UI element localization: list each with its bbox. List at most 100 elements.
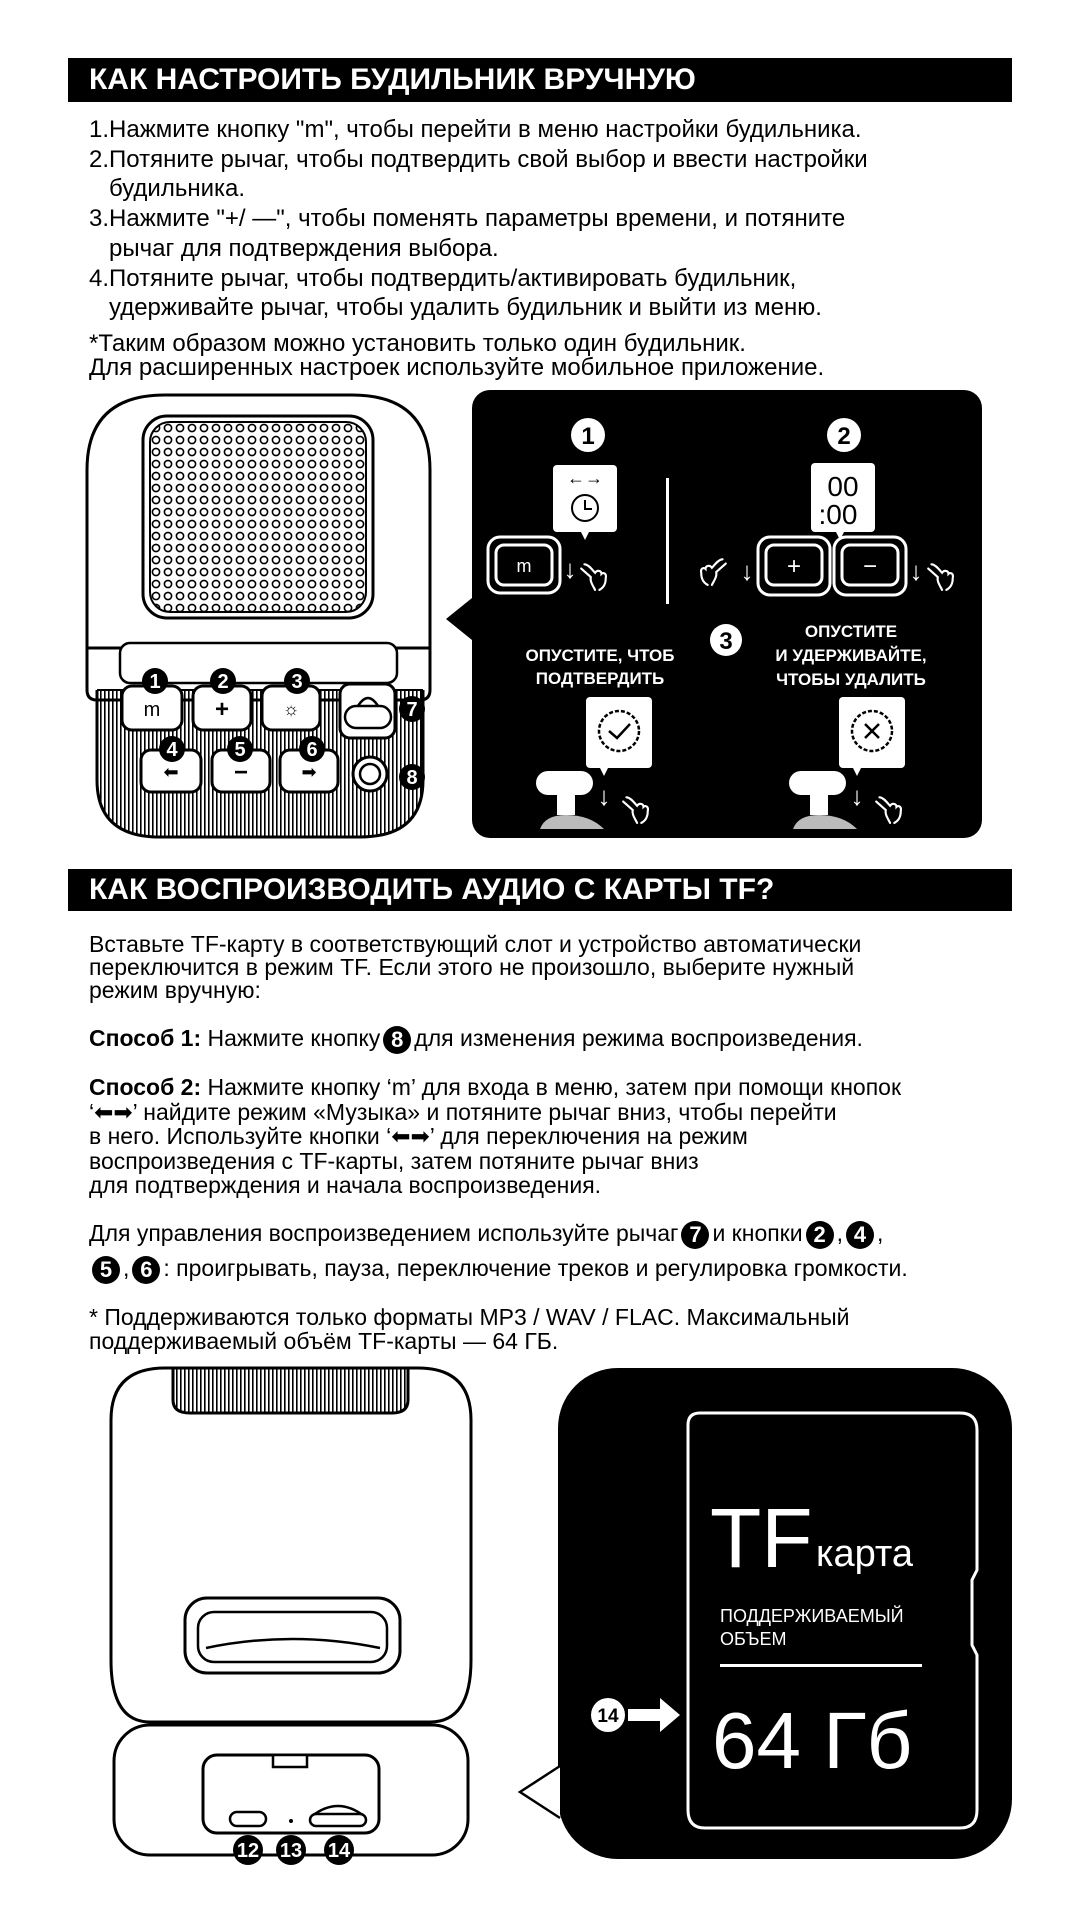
capacity-label: ПОДДЕРЖИВАЕМЫЙ: [720, 1605, 904, 1626]
alarm-steps: 1.Нажмите кнопку "m", чтобы перейти в ме…: [89, 115, 868, 323]
down-arrow-icon: ↓: [741, 556, 754, 586]
label-13: 13: [280, 1840, 302, 1862]
badge-8: 8: [383, 1025, 412, 1054]
label-4: 4: [166, 739, 178, 761]
section-title: КАК НАСТРОИТЬ БУДИЛЬНИК ВРУЧНУЮ: [89, 63, 696, 96]
delete-label: ОПУСТИТЕ: [805, 622, 897, 641]
divider: [666, 478, 669, 604]
step-line: удерживайте рычаг, чтобы удалить будильн…: [109, 294, 822, 322]
pointer-triangle: [446, 598, 472, 640]
alarm-x-icon: [850, 709, 894, 753]
speaker-grille: [149, 421, 367, 613]
left-right-arrows-icon: ←→: [567, 468, 603, 488]
separator: ,: [836, 1220, 843, 1246]
separator: ,: [123, 1255, 130, 1281]
note-line: поддерживаемый объём TF-карты — 64 ГБ.: [89, 1328, 559, 1354]
section-header-alarm: КАК НАСТРОИТЬ БУДИЛЬНИК ВРУЧНУЮ: [68, 58, 1012, 102]
step-line: 4.Потяните рычаг, чтобы подтвердить/акти…: [89, 264, 797, 292]
tf-slot: [308, 1812, 368, 1828]
down-arrow-icon: ↓: [598, 781, 611, 811]
method-text: Нажмите кнопку ‘m’ для входа в меню, зат…: [201, 1074, 902, 1100]
clock-display: [553, 465, 617, 532]
formats-note: * Поддерживаются только форматы MP3 / WA…: [89, 1305, 849, 1353]
method-2: Способ 2: Нажмите кнопку ‘m’ для входа в…: [89, 1075, 901, 1198]
delete-label: ЧТОБЫ УДАЛИТЬ: [776, 670, 926, 689]
method-text: в него. Используйте кнопки ‘⬅➡’ для пере…: [89, 1123, 748, 1149]
confirm-label: ПОДТВЕРДИТЬ: [536, 669, 665, 688]
controls-line: : проигрывать, пауза, переключение треко…: [163, 1255, 908, 1281]
plus-button-label: +: [215, 696, 229, 723]
m-button-label: m: [144, 699, 161, 721]
device-front-illustration: m + ☼ ⬅ − ➡ 1 2 3 4 5 6 7 8: [85, 393, 432, 839]
tf-brand: TF: [710, 1491, 813, 1585]
controls-line: и кнопки: [712, 1220, 803, 1246]
usb-port: [228, 1810, 268, 1828]
section-title: КАК ВОСПРОИЗВОДИТЬ АУДИО С КАРТЫ TF?: [89, 873, 775, 906]
tf-word: карта: [816, 1533, 914, 1575]
step-line: 3.Нажмите "+/ —", чтобы поменять парамет…: [89, 205, 846, 233]
capacity-value: 64 Гб: [712, 1696, 912, 1785]
section-header-tf: КАК ВОСПРОИЗВОДИТЬ АУДИО С КАРТЫ TF?: [68, 869, 1012, 911]
minus-button-label: −: [234, 759, 248, 786]
step-line: рычаг для подтверждения выбора.: [109, 234, 499, 262]
plus-button-label: +: [787, 553, 801, 580]
reset-hole: [289, 1819, 293, 1823]
label-14: 14: [328, 1840, 351, 1862]
badge-2: 2: [805, 1220, 834, 1249]
label-3: 3: [291, 671, 302, 693]
minus-button-label: −: [863, 553, 877, 580]
capacity-label: ОБЪЕМ: [720, 1629, 786, 1649]
note-line: *Таким образом можно установить только о…: [89, 330, 746, 357]
step-3-badge: 3: [719, 628, 732, 655]
lever-icon: [536, 771, 604, 829]
label-5: 5: [234, 739, 245, 761]
left-arrow-icon: ⬅: [163, 762, 178, 782]
separator: ,: [877, 1220, 884, 1246]
plus-button-outline: [756, 535, 832, 597]
controls-line: Для управления воспроизведением использу…: [89, 1220, 679, 1246]
display-minutes: :00: [819, 499, 858, 530]
method-text: для изменения режима воспроизведения.: [414, 1025, 863, 1051]
badge-4: 4: [846, 1220, 874, 1249]
tf-card-icon: [686, 1411, 979, 1830]
note-line: * Поддерживаются только форматы MP3 / WA…: [89, 1304, 850, 1330]
label-7: 7: [406, 699, 417, 721]
right-arrow-icon: ➡: [301, 762, 316, 782]
tf-card-panel: TF карта ПОДДЕРЖИВАЕМЫЙ ОБЪЕМ 64 Гб 14: [517, 1368, 1012, 1859]
pointer-triangle: [517, 1764, 561, 1820]
down-arrow-icon: ↓: [564, 554, 577, 584]
lever-icon: [789, 771, 857, 829]
step-1-badge: 1: [581, 423, 594, 450]
brightness-icon: ☼: [283, 699, 300, 719]
step-line: 1.Нажмите кнопку "m", чтобы перейти в ме…: [89, 116, 862, 143]
badge-6: 6: [132, 1255, 161, 1284]
alarm-confirm-display: [586, 697, 652, 768]
device-back-illustration: 12 13 14: [109, 1366, 473, 1865]
method-label: Способ 2:: [89, 1074, 202, 1100]
right-arrow-icon: [628, 1698, 680, 1732]
method-text: ‘⬅➡’ найдите режим «Музыка» и потяните р…: [89, 1098, 837, 1125]
intro-line: переключится в режим TF. Если этого не п…: [89, 954, 855, 980]
label-1: 1: [149, 671, 160, 693]
confirm-label: ОПУСТИТЕ, ЧТОБ: [526, 646, 675, 665]
label-8: 8: [406, 767, 417, 789]
badge-7: 7: [681, 1220, 710, 1249]
badge-5: 5: [92, 1255, 120, 1284]
down-arrow-icon: ↓: [910, 556, 923, 586]
step-line: будильника.: [109, 175, 246, 203]
clock-icon: [571, 494, 599, 522]
time-display: [811, 463, 875, 532]
down-arrow-icon: ↓: [851, 781, 864, 811]
delete-label: И УДЕРЖИВАЙТЕ,: [775, 646, 926, 665]
m-button-outline: [486, 535, 562, 595]
step-line: 2.Потяните рычаг, чтобы подтвердить свой…: [89, 145, 868, 173]
intro-line: режим вручную:: [89, 977, 261, 1003]
method-text: воспроизведения с TF-карты, затем потяни…: [89, 1147, 699, 1174]
tf-intro: Вставьте TF-карту в соответствующий слот…: [89, 933, 861, 1002]
m-button-label: m: [517, 556, 532, 576]
slot-badge-14: 14: [597, 1706, 619, 1727]
minus-button-outline: [832, 535, 908, 597]
front-labels: 1 2 3 4 5 6 7 8: [142, 668, 425, 790]
